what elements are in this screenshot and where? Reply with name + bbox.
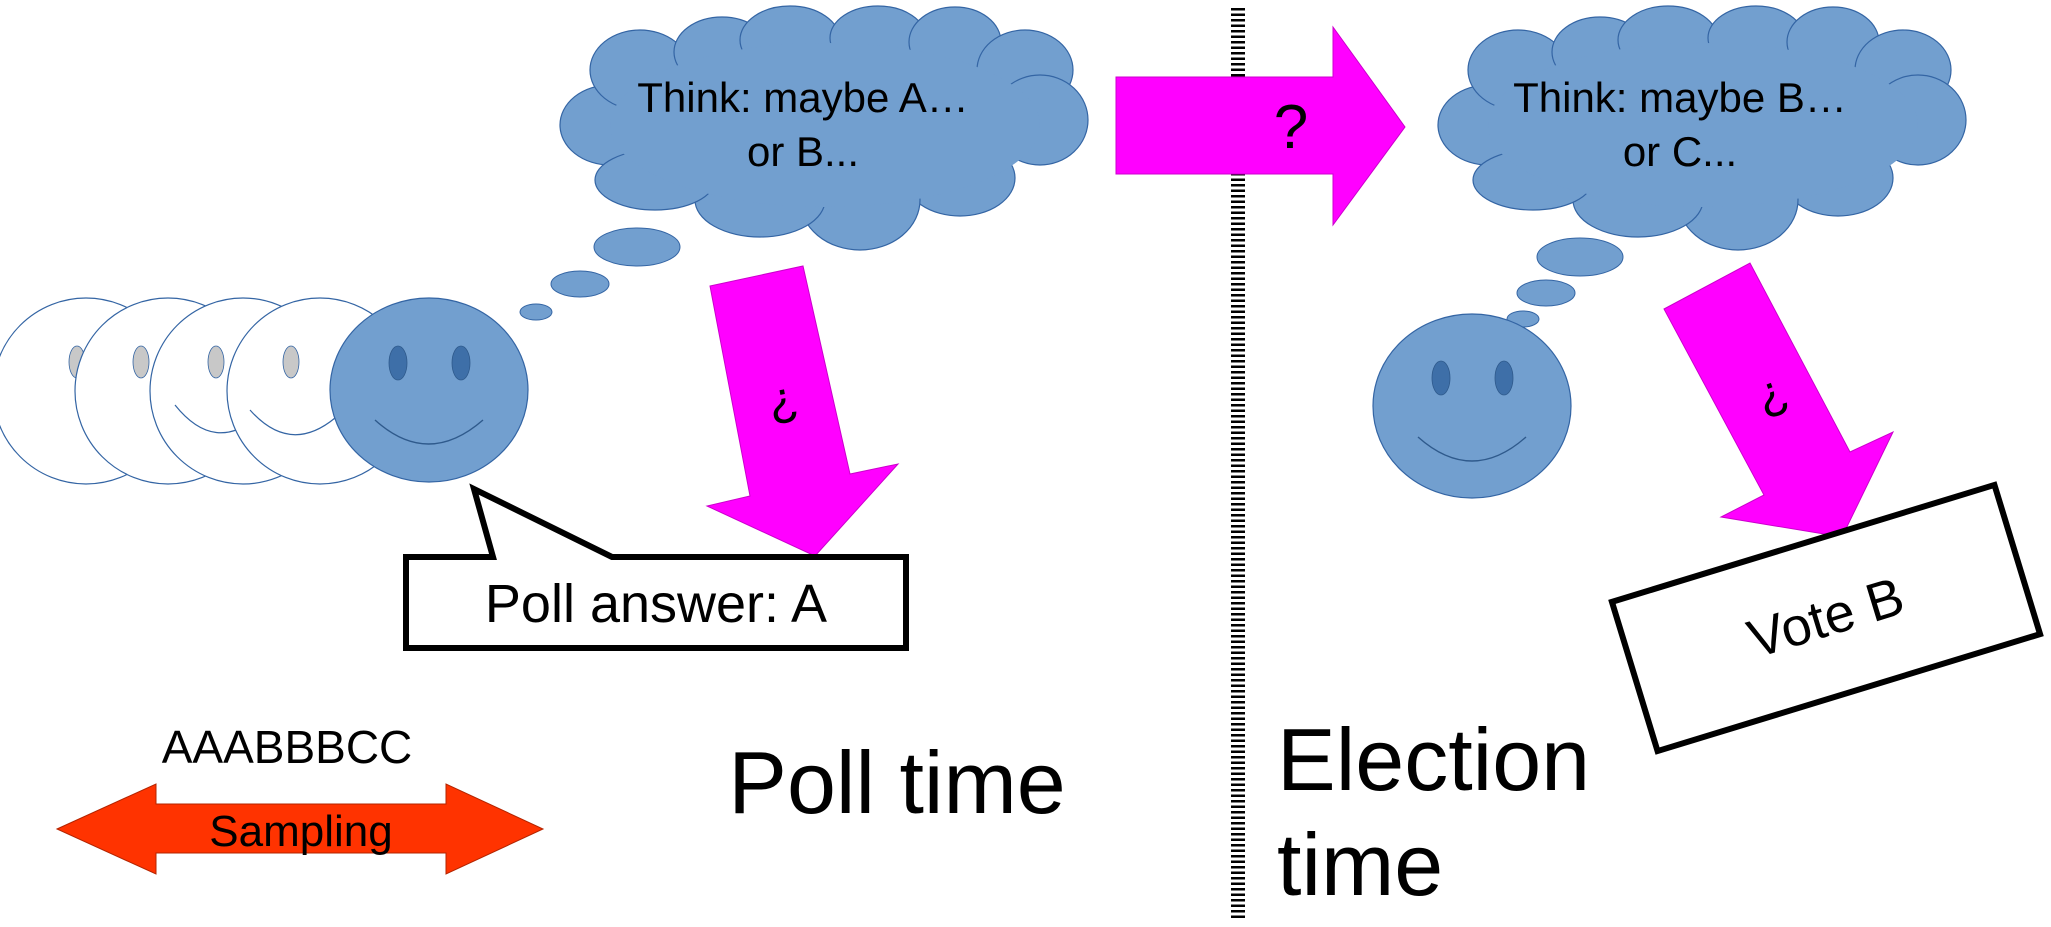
thought-bubbles-left: [519, 227, 681, 321]
right-arrow-divider: ?: [1115, 25, 1406, 227]
smiley-face-left: [329, 297, 529, 483]
thought-text-left-line1: Think: maybe A…: [637, 74, 968, 121]
thought-bubbles-right: [1506, 237, 1624, 328]
question-mark-divider: ?: [1274, 93, 1308, 162]
election-title-line2: time: [1277, 815, 1443, 914]
speech-bubble: Poll answer: A: [403, 483, 909, 651]
thought-text-right-line2: or C...: [1623, 128, 1737, 175]
sampling-label: Sampling: [209, 807, 392, 856]
thought-cloud-left: Think: maybe A… or B...: [559, 5, 1089, 251]
down-arrow-right: ?: [1663, 262, 1895, 538]
sampling-sequence: AAABBBCC: [162, 721, 413, 773]
thought-text-right-line1: Think: maybe B…: [1513, 74, 1847, 121]
thought-text-left-line2: or B...: [747, 128, 859, 175]
smiley-face-right: [1372, 313, 1572, 499]
sampling-double-arrow: Sampling: [55, 783, 545, 875]
election-title-line1: Election: [1277, 710, 1590, 809]
poll-answer-text: Poll answer: A: [485, 574, 827, 634]
down-arrow-left: ?: [705, 265, 900, 557]
poll-time-title: Poll time: [728, 733, 1065, 832]
thought-cloud-right: Think: maybe B… or C...: [1437, 5, 1967, 251]
ballot-card: Vote B: [1608, 481, 2044, 755]
